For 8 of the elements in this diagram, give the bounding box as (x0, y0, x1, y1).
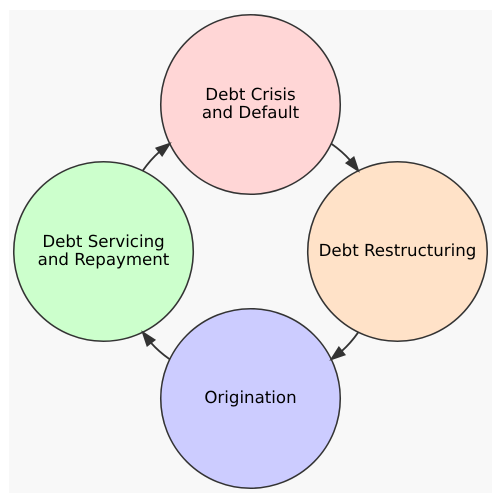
arrow (140, 330, 170, 360)
arrow (142, 142, 172, 170)
arrow (328, 332, 358, 360)
node-circle: Debt Servicing and Repayment (12, 160, 194, 342)
node-circle: Debt Restructuring (306, 160, 488, 342)
arrow (330, 142, 360, 172)
node-circle: Debt Crisis and Default (159, 13, 341, 195)
node-circle: Origination (159, 307, 341, 489)
